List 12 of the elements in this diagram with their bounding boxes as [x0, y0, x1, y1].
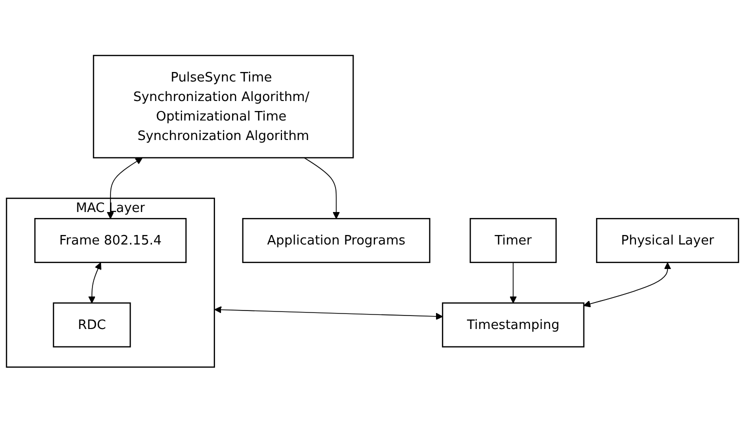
node-box: Application Programs — [242, 218, 430, 264]
node-box: Physical Layer — [596, 218, 740, 264]
node-box: Timer — [470, 218, 557, 264]
arrow — [583, 262, 672, 308]
node-box: PulseSync Time Synchronization Algorithm/ Optimizational Time Synchronization Algorithm — [92, 55, 354, 159]
arrow — [214, 306, 443, 320]
node-box: RDC — [52, 302, 131, 348]
arrow — [88, 262, 102, 304]
arrow — [304, 158, 340, 220]
node-box: Timestamping — [442, 302, 584, 348]
arrow — [510, 262, 517, 304]
node-box: Frame 802.15.4 — [34, 218, 187, 264]
